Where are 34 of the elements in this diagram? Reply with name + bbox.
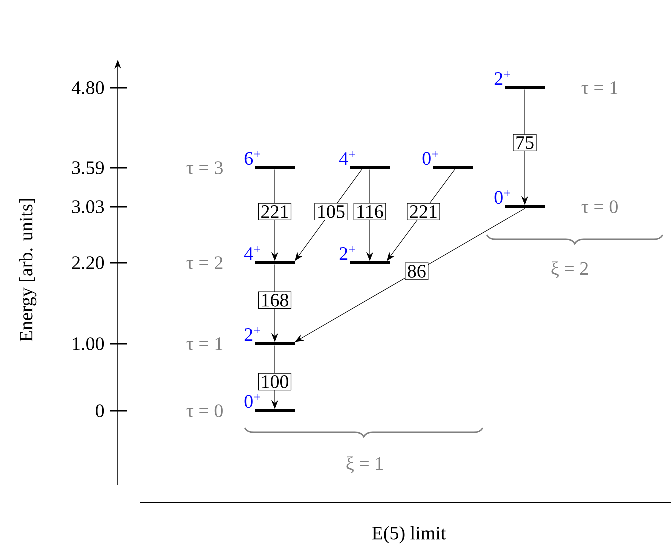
- xi-label: ξ = 2: [552, 262, 588, 278]
- xi-label: ξ = 1: [346, 456, 383, 474]
- spin-label: 2$^{+}$: [494, 71, 510, 86]
- spin-label: 6$^{+}$: [244, 151, 260, 166]
- transition-label: 221: [407, 203, 440, 220]
- spin-label: 0$^{+}$: [422, 151, 438, 166]
- transition-label: 116: [354, 203, 386, 221]
- tau-label: τ = 1: [186, 338, 223, 350]
- tick-label: 4.80: [72, 82, 104, 94]
- tick-label: 2.20: [72, 256, 104, 270]
- tick-label: 3.03: [72, 200, 104, 214]
- spin-label: 4$^{+}$: [244, 246, 260, 260]
- tau-label: τ = 0: [186, 404, 223, 418]
- spin-label: 2$^{+}$: [244, 327, 260, 342]
- tick-label: 1.00: [73, 338, 104, 350]
- spin-label: 0$^{+}$: [244, 394, 260, 408]
- spin-label: 0$^{+}$: [494, 190, 510, 204]
- tau-label: τ = 1: [582, 82, 618, 94]
- axis-title: Energy [arb. units]: [19, 199, 37, 342]
- transition-label: 75: [513, 134, 537, 152]
- tau-label: τ = 2: [186, 256, 223, 270]
- transition-label: 100: [258, 373, 292, 391]
- transition-label: 86: [405, 262, 429, 280]
- axis-title: E(5) limit: [372, 526, 446, 544]
- tau-label: τ = 0: [582, 200, 618, 214]
- spin-label: 2$^{+}$: [340, 246, 356, 260]
- transition-label: 105: [314, 203, 348, 221]
- arrow: [295, 208, 526, 342]
- tau-label: τ = 3: [186, 162, 223, 174]
- tick-label: 0: [96, 404, 104, 418]
- tick-label: 3.59: [72, 162, 104, 174]
- transition-label: 168: [258, 292, 292, 310]
- transition-label: 221: [258, 203, 292, 220]
- spin-label: 4$^{+}$: [339, 151, 356, 166]
